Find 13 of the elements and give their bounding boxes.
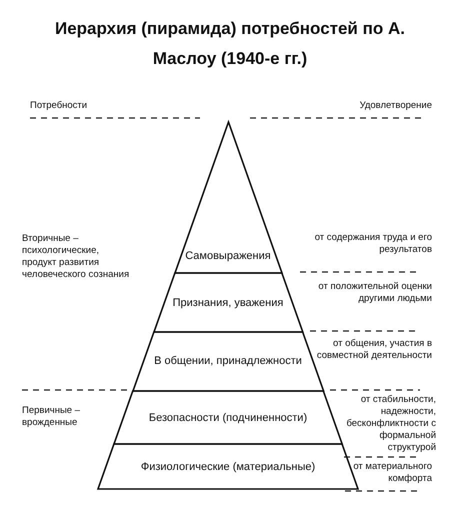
- title: Иерархия (пирамида) потребностей по А. Маслоу (1940-е гг.): [54, 18, 406, 70]
- side-note: от стабильности, надежности, бесконфликтности с формальной структурой: [345, 394, 436, 454]
- level-label: Безопасности (подчиненности): [148, 411, 308, 425]
- side-note: Первичные – врожденные: [22, 405, 81, 429]
- level-label: Признания, уважения: [172, 296, 284, 310]
- side-note: от материального комфорта: [352, 461, 432, 485]
- side-note: от содержания труда и его результатов: [314, 232, 432, 256]
- side-note: от общения, участия в совместной деятельности: [316, 338, 432, 362]
- side-note: от положительной оценки другими людьми: [317, 281, 432, 305]
- side-note: Вторичные – психологические, продукт развития человеческого сознания: [22, 233, 130, 281]
- level-label: Самовыражения: [184, 249, 272, 263]
- side-note: Потребности: [30, 100, 88, 112]
- side-note: Удовлетворение: [358, 100, 432, 112]
